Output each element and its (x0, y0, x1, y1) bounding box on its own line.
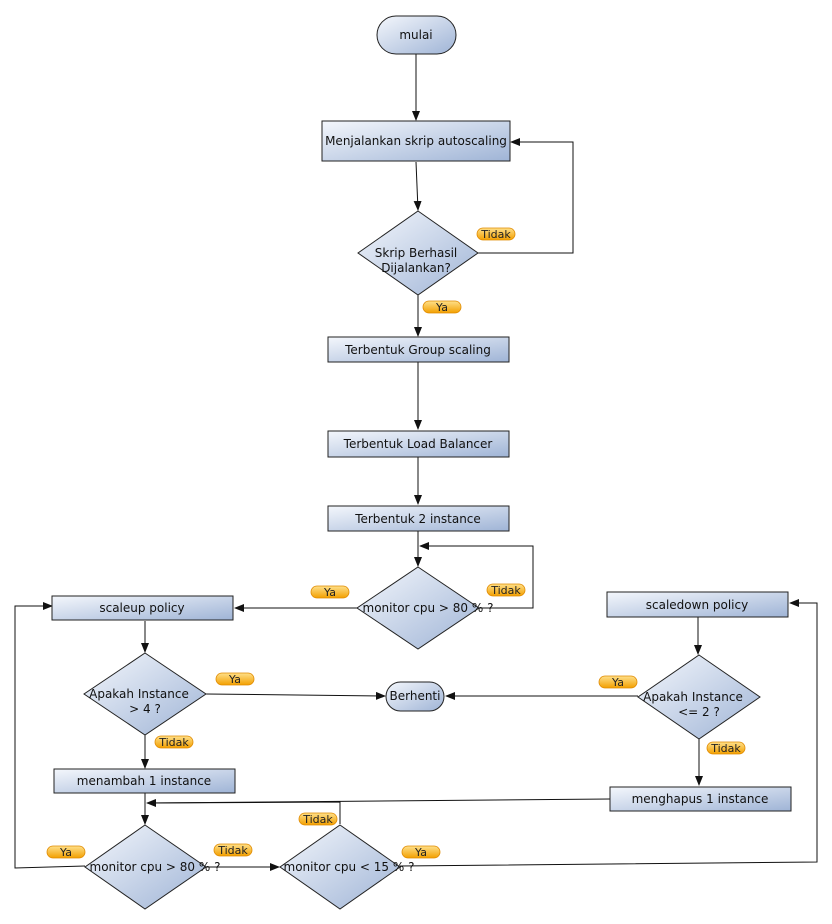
monitor-top-label: monitor cpu > 80 % ? (363, 601, 494, 615)
script-success-label-2: Dijalankan? (381, 261, 451, 275)
add-instance-label: menambah 1 instance (77, 774, 211, 788)
stop-terminal: Berhenti (385, 681, 445, 712)
no-badge-check-down: Tidak (706, 741, 746, 755)
two-instance-label: Terbentuk 2 instance (354, 512, 481, 526)
remove-instance-process: menghapus 1 instance (609, 786, 792, 812)
edge-monitor-high-yes-loop (14, 602, 86, 869)
yes-badge-script: Ya (422, 300, 462, 314)
check-up-label-1: Apakah Instance (89, 687, 189, 701)
no-badge-monitor-high-text: Tidak (217, 844, 248, 857)
script-success-decision: Skrip Berhasil Dijalankan? (357, 210, 479, 296)
check-up-label-2: > 4 ? (129, 702, 161, 716)
yes-badge-check-down-text: Ya (611, 676, 624, 689)
monitor-high-label: monitor cpu > 80 % ? (90, 860, 221, 874)
no-badge-script: Tidak (476, 227, 516, 241)
no-badge-check-down-text: Tidak (710, 742, 741, 755)
edge-remove-to-merge (146, 798, 611, 804)
check-down-decision: Apakah Instance <= 2 ? (637, 654, 761, 740)
scaledown-policy-process: scaledown policy (606, 591, 789, 618)
start-terminal: mulai (376, 15, 457, 55)
no-badge-monitor-top-text: Tidak (490, 584, 521, 597)
edge-monitor-no-loop (419, 542, 534, 609)
yes-badge-script-text: Ya (435, 301, 448, 314)
group-scaling-process: Terbentuk Group scaling (327, 336, 510, 363)
nodes: mulai Menjalankan skrip autoscaling Skri… (51, 15, 792, 910)
scaledown-label: scaledown policy (646, 598, 748, 612)
two-instance-process: Terbentuk 2 instance (327, 505, 510, 532)
monitor-low-label: monitor cpu < 15 % ? (284, 860, 415, 874)
group-scaling-label: Terbentuk Group scaling (344, 343, 491, 357)
yes-badge-monitor-top: Ya (310, 585, 350, 599)
check-down-label-1: Apakah Instance (643, 690, 743, 704)
edge-check-up-yes-to-stop (205, 691, 386, 700)
no-badge-check-up-text: Tidak (158, 736, 189, 749)
run-script-process: Menjalankan skrip autoscaling (321, 120, 511, 162)
add-instance-process: menambah 1 instance (53, 768, 236, 794)
no-badge-monitor-low-text: Tidak (302, 813, 333, 826)
no-badge-monitor-top: Tidak (486, 583, 526, 597)
scaleup-policy-process: scaleup policy (51, 595, 234, 621)
yes-badge-monitor-high: Ya (46, 845, 86, 859)
edge-run-to-decision (413, 161, 422, 211)
check-down-label-2: <= 2 ? (678, 705, 720, 719)
edges (14, 54, 818, 871)
monitor-high-decision: monitor cpu > 80 % ? (84, 824, 221, 910)
load-balancer-process: Terbentuk Load Balancer (327, 430, 510, 458)
yes-badge-monitor-top-text: Ya (323, 586, 336, 599)
scaleup-label: scaleup policy (99, 601, 184, 615)
yes-badge-check-up-text: Ya (228, 673, 241, 686)
monitor-low-decision: monitor cpu < 15 % ? (279, 824, 415, 910)
no-badge-monitor-low: Tidak (298, 812, 338, 826)
no-badge-monitor-high: Tidak (213, 843, 253, 857)
run-script-label: Menjalankan skrip autoscaling (325, 134, 507, 148)
no-badge-script-text: Tidak (480, 228, 511, 241)
yes-badge-check-down: Ya (598, 675, 638, 689)
edge-decision-no-loop (478, 138, 574, 254)
monitor-top-decision: monitor cpu > 80 % ? (356, 566, 494, 650)
stop-label: Berhenti (390, 689, 441, 703)
script-success-label-1: Skrip Berhasil (375, 246, 457, 260)
yes-badge-monitor-low: Ya (401, 845, 441, 859)
no-badge-check-up: Tidak (154, 735, 194, 749)
load-balancer-label: Terbentuk Load Balancer (343, 437, 493, 451)
badges: Tidak Ya Ya Tidak Ya Ya Tidak Tidak (46, 227, 746, 859)
check-up-decision: Apakah Instance > 4 ? (83, 652, 207, 736)
yes-badge-monitor-low-text: Ya (414, 846, 427, 859)
yes-badge-monitor-high-text: Ya (59, 846, 72, 859)
remove-instance-label: menghapus 1 instance (632, 792, 769, 806)
yes-badge-check-up: Ya (215, 672, 255, 686)
edge-monitor-low-yes-loop (399, 599, 818, 867)
start-label: mulai (399, 28, 432, 42)
